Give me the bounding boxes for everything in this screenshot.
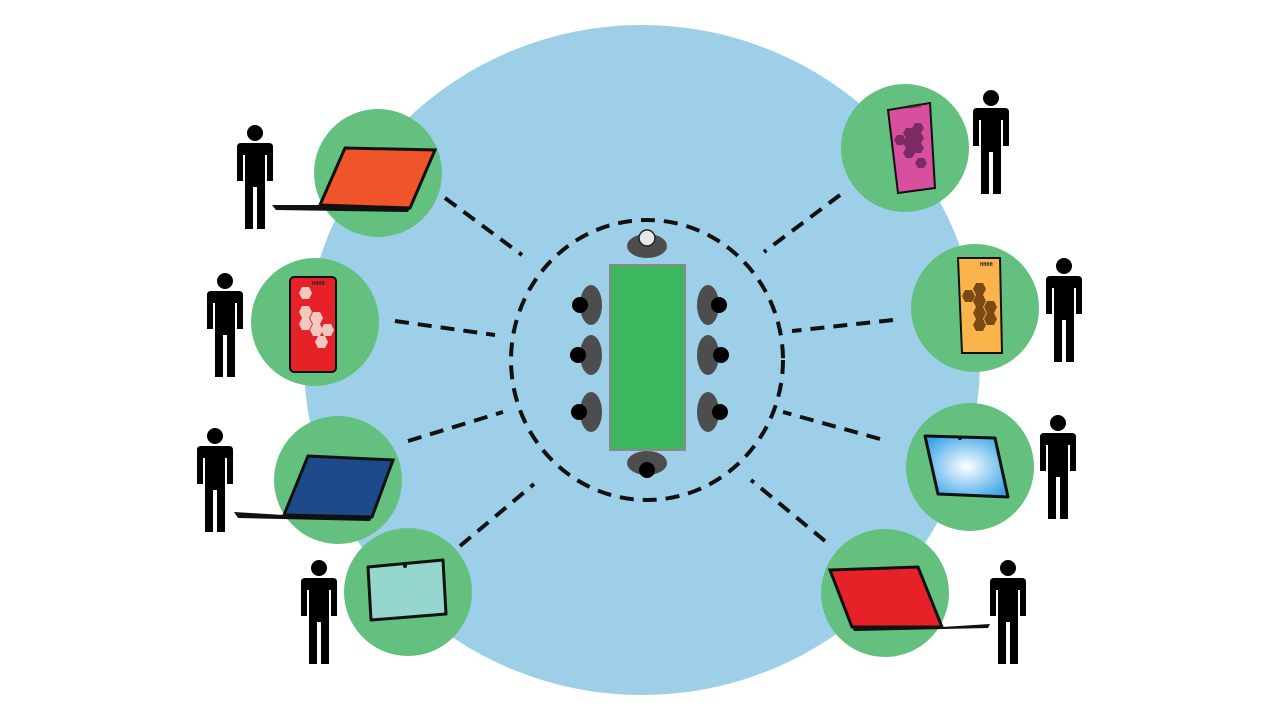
link-laptop-blue <box>407 410 504 443</box>
meeting-table <box>609 264 686 451</box>
laptop-icon <box>272 146 438 212</box>
link-phone-pink <box>762 193 842 254</box>
standing-person-silhouette <box>197 428 233 532</box>
link-laptop-orange <box>443 196 524 257</box>
link-phone-red <box>394 319 496 337</box>
chair-top <box>627 229 667 258</box>
tablet-icon <box>366 558 448 622</box>
tablet-icon <box>923 434 1010 499</box>
chair-bottom <box>627 451 667 478</box>
chair-right-3 <box>697 392 728 432</box>
standing-person-silhouette <box>1040 415 1076 519</box>
standing-person-silhouette <box>973 90 1009 194</box>
laptop-icon <box>827 565 990 631</box>
meeting-area-boundary <box>509 218 785 502</box>
link-tablet-blue <box>782 410 881 441</box>
smartphone-icon <box>289 276 337 373</box>
chair-left-3 <box>571 392 602 432</box>
standing-person-silhouette <box>1046 258 1082 362</box>
chair-right-1 <box>697 285 727 325</box>
standing-person-silhouette <box>207 273 243 377</box>
chair-left-2 <box>570 335 602 375</box>
smartphone-icon <box>956 257 1004 354</box>
smartphone-icon <box>886 101 937 195</box>
chair-right-2 <box>697 335 729 375</box>
link-laptop-red <box>749 478 827 543</box>
people <box>197 90 1082 664</box>
laptop-icon <box>234 454 396 521</box>
standing-person-silhouette <box>990 560 1026 664</box>
standing-person-silhouette <box>237 125 273 229</box>
meeting-area <box>509 218 785 502</box>
link-tablet-mint <box>458 482 536 548</box>
chair-left-1 <box>572 285 602 325</box>
connection-lines <box>394 193 894 548</box>
link-phone-orange <box>791 318 894 333</box>
standing-person-silhouette <box>301 560 337 664</box>
